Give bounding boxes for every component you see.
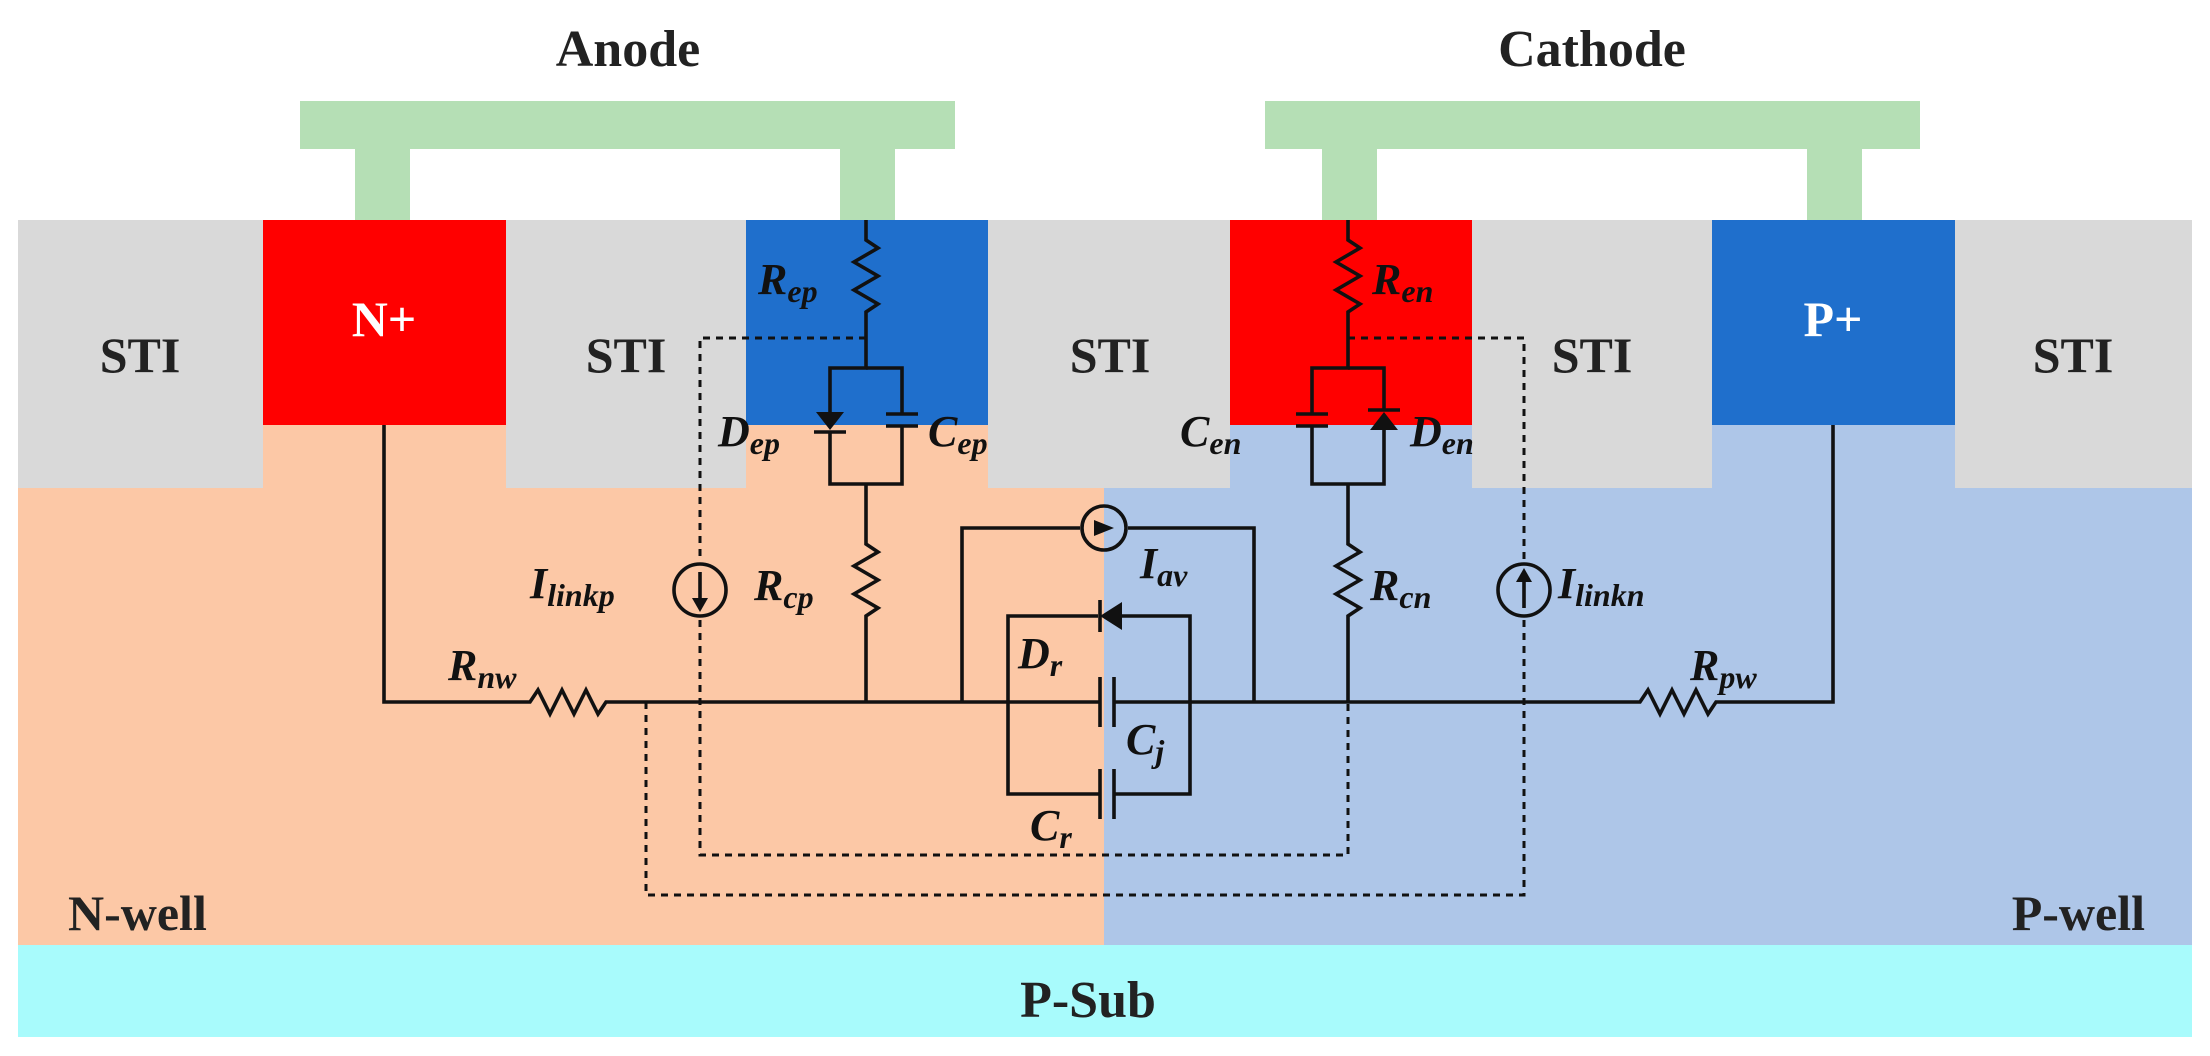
sti-label-4: STI bbox=[1552, 327, 1633, 383]
r-cn-resistor bbox=[1332, 534, 1364, 628]
sti-label-1: STI bbox=[100, 327, 181, 383]
sti-block-4 bbox=[1472, 220, 1712, 488]
cathode-metal bbox=[1265, 101, 1920, 220]
i-linkp-current-source bbox=[672, 562, 728, 618]
i-linkn-dashed-path-lower bbox=[644, 620, 1526, 897]
cen-den-parallel-top-right bbox=[1348, 366, 1386, 410]
r-pw-resistor bbox=[1627, 685, 1730, 719]
i-linkn-current-source bbox=[1496, 562, 1552, 618]
rpw-to-p-plus-wire bbox=[1730, 425, 1835, 704]
iav-loop-right-wire bbox=[1128, 526, 1256, 702]
iav-loop-wire bbox=[960, 526, 1080, 702]
r-en-label: Ren bbox=[1371, 255, 1433, 309]
i-linkp-dashed-path bbox=[698, 336, 866, 560]
r-cp-label: Rcp bbox=[753, 561, 814, 615]
r-en-resistor bbox=[1332, 232, 1364, 336]
i-linkp-arrow-head bbox=[692, 598, 708, 612]
r-pw-label: Rpw bbox=[1689, 641, 1757, 695]
cathode-label: Cathode bbox=[1498, 21, 1686, 78]
dr-left-wire bbox=[1006, 614, 1098, 702]
n-well-label: N-well bbox=[68, 885, 207, 941]
sti-block-3 bbox=[988, 220, 1230, 488]
n-plus-cathode-diffusion bbox=[1230, 220, 1472, 425]
n-plus-to-rnw-wire bbox=[382, 425, 517, 704]
d-r-diode bbox=[1098, 600, 1122, 632]
dr-right-wire bbox=[1122, 614, 1192, 702]
sti-label-3: STI bbox=[1070, 327, 1151, 383]
p-sub-label: P-Sub bbox=[1020, 972, 1156, 1029]
sti-block-2 bbox=[506, 220, 746, 488]
d-en-diode bbox=[1368, 408, 1400, 430]
cr-left-wire bbox=[1006, 702, 1100, 796]
p-plus-cathode-diffusion bbox=[1712, 220, 1955, 425]
d-r-label: Dr bbox=[1017, 629, 1063, 683]
r-nw-resistor bbox=[517, 685, 620, 719]
r-ep-resistor bbox=[850, 232, 882, 336]
sti-label-5: STI bbox=[2033, 327, 2114, 383]
c-ep-label: Cep bbox=[928, 407, 988, 461]
i-linkp-dashed-path-lower bbox=[698, 620, 1350, 857]
i-av-current-source bbox=[1080, 504, 1128, 552]
i-linkn-arrow-head bbox=[1516, 568, 1532, 582]
i-av-arrow bbox=[1094, 520, 1114, 536]
c-j-label: Cj bbox=[1126, 715, 1164, 769]
d-ep-label: Dep bbox=[717, 407, 780, 461]
d-en-label: Den bbox=[1409, 407, 1474, 461]
i-linkp-label: Ilinkp bbox=[529, 559, 615, 613]
sti-block-5 bbox=[1955, 220, 2192, 488]
anode-label: Anode bbox=[556, 21, 700, 78]
cen-den-parallel-top bbox=[1310, 336, 1350, 414]
n-plus-label: N+ bbox=[352, 291, 417, 347]
p-plus-label: P+ bbox=[1803, 291, 1862, 347]
n-plus-anode-diffusion bbox=[263, 220, 506, 425]
p-well-label: P-well bbox=[2012, 885, 2145, 941]
r-nw-label: Rnw bbox=[447, 641, 517, 695]
c-en-label: Cen bbox=[1180, 407, 1241, 461]
sti-block-1 bbox=[18, 220, 263, 488]
anode-metal bbox=[300, 101, 955, 220]
dep-cep-parallel-top-right bbox=[866, 366, 904, 414]
i-linkn-label: Ilinkn bbox=[1557, 559, 1645, 613]
p-sub-region bbox=[18, 945, 2192, 1037]
r-cp-resistor bbox=[850, 534, 882, 628]
r-cn-label: Rcn bbox=[1369, 561, 1431, 615]
sti-label-2: STI bbox=[586, 327, 667, 383]
cr-right-wire bbox=[1114, 702, 1192, 796]
r-ep-label: Rep bbox=[757, 255, 818, 309]
i-linkn-dashed-path bbox=[1348, 336, 1526, 560]
c-r-label: Cr bbox=[1030, 801, 1072, 855]
i-av-label: Iav bbox=[1139, 539, 1188, 593]
dep-cep-parallel-top bbox=[828, 336, 868, 400]
